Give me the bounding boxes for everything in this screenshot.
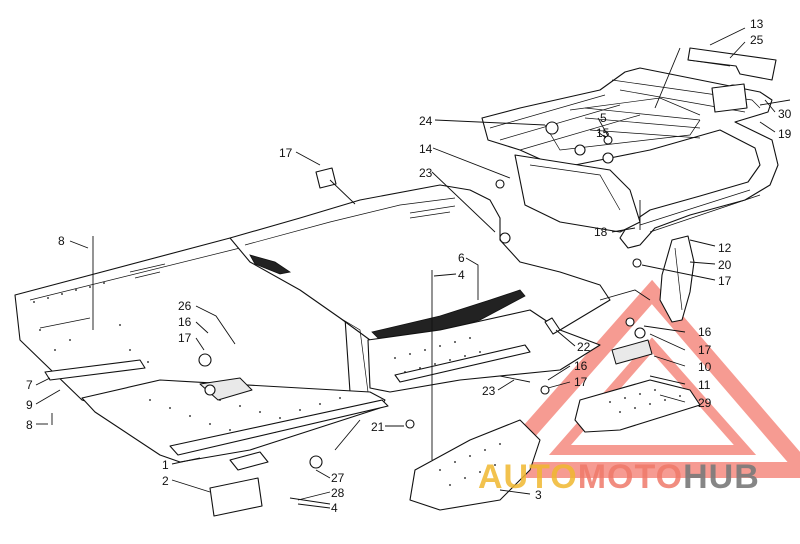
callout-17-left: 17	[178, 331, 192, 345]
tunnel-deck	[367, 309, 601, 393]
callout-20: 20	[718, 258, 732, 272]
callout-26: 26	[178, 299, 192, 313]
callout-17-right: 17	[698, 343, 712, 357]
callout-3: 3	[535, 488, 542, 502]
callout-labels: 13 25 5 15 30 19 24 14 17 23 18 12 20 17…	[26, 17, 792, 515]
hardware	[51, 99, 791, 505]
callout-14: 17	[279, 146, 293, 160]
callout-27: 27	[331, 471, 345, 485]
callout-7: 7	[26, 378, 33, 392]
decal-14	[315, 167, 337, 189]
callout-2: 2	[162, 474, 169, 488]
callout-16-left: 16	[178, 315, 192, 329]
rear-rack	[481, 47, 779, 249]
callout-4-upper: 4	[458, 268, 465, 282]
callout-8-lower: 8	[26, 418, 33, 432]
callout-28: 28	[331, 486, 345, 500]
callout-1: 1	[162, 458, 169, 472]
callout-21: 21	[371, 420, 385, 434]
callout-5: 5	[600, 111, 607, 125]
reinforcement-strip	[44, 359, 146, 381]
running-board	[81, 379, 389, 471]
callout-17-rack: 17	[718, 274, 732, 288]
license-plate	[209, 477, 263, 517]
step-bracket	[409, 419, 541, 511]
watermark-moto: MOTO	[577, 458, 684, 496]
watermark-auto: AUTO	[478, 458, 578, 496]
callout-22: 22	[577, 340, 591, 354]
callout-16-lower: 16	[574, 359, 588, 373]
callout-6: 6	[458, 251, 465, 265]
callout-19: 19	[778, 127, 792, 141]
callout-23-upper: 23	[419, 166, 433, 180]
callout-24: 24	[419, 114, 433, 128]
callout-17-lower: 17	[574, 375, 588, 389]
callout-12: 12	[718, 241, 732, 255]
callout-29: 29	[698, 396, 712, 410]
hinge-block	[198, 353, 253, 401]
watermark-hub: HUB	[683, 458, 760, 496]
callout-17-upper: 14	[419, 142, 433, 156]
callout-9: 9	[26, 398, 33, 412]
rack-support-bracket	[659, 235, 695, 323]
step-pad	[574, 379, 701, 433]
callout-23-lower: 23	[482, 384, 496, 398]
callout-16-right: 16	[698, 325, 712, 339]
callout-4-lower: 4	[331, 501, 338, 515]
callout-8-upper: 8	[58, 234, 65, 248]
reflector-10	[611, 339, 653, 365]
callout-13: 13	[750, 17, 764, 31]
watermark-wordmark: AUTOMOTOHUB	[478, 460, 760, 494]
callout-11: 11	[698, 378, 711, 392]
leader-lines	[35, 27, 776, 509]
callout-18: 18	[594, 225, 608, 239]
callout-10: 10	[698, 360, 712, 374]
callout-25: 25	[750, 33, 764, 47]
callout-30: 30	[778, 107, 792, 121]
callout-15: 15	[596, 126, 610, 140]
